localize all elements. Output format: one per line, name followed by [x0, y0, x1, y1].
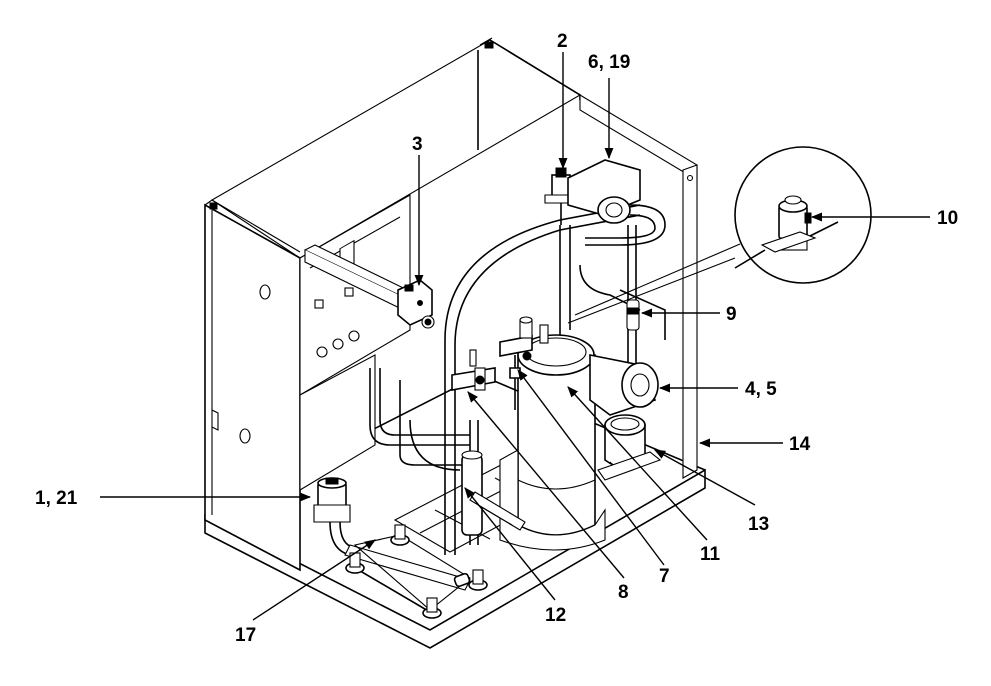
callout-8: 8 [618, 582, 629, 603]
base-mounting-17 [344, 524, 488, 619]
receiver-tank [499, 334, 606, 551]
callout-labels: 2 6, 19 3 10 9 4, 5 14 1, 21 13 11 7 8 1… [35, 31, 958, 646]
fan-motor [589, 354, 659, 416]
filter-drier [597, 414, 662, 481]
solenoid-valve-1-21 [313, 477, 356, 556]
accumulator [461, 450, 483, 536]
callout-6-19: 6, 19 [588, 52, 630, 73]
callout-9: 9 [726, 304, 737, 325]
callout-1-21: 1, 21 [35, 488, 78, 509]
callout-3: 3 [412, 134, 423, 155]
callout-13: 13 [748, 514, 769, 535]
expansion-valve-8 [451, 316, 549, 391]
callout-17: 17 [235, 625, 256, 646]
callout-12: 12 [545, 605, 566, 626]
cabinet-frame [204, 37, 706, 649]
callout-14: 14 [789, 434, 811, 455]
callout-10: 10 [937, 208, 958, 229]
callout-4-5: 4, 5 [745, 379, 777, 400]
callout-7: 7 [659, 566, 670, 587]
callout-2: 2 [557, 31, 568, 52]
callout-11: 11 [700, 544, 721, 565]
bracket-3 [303, 244, 435, 329]
sight-glass-9 [626, 299, 640, 331]
inset-detail-valve-10 [567, 146, 872, 324]
callout-leaders [100, 52, 930, 621]
coil-6-19 [567, 159, 666, 246]
